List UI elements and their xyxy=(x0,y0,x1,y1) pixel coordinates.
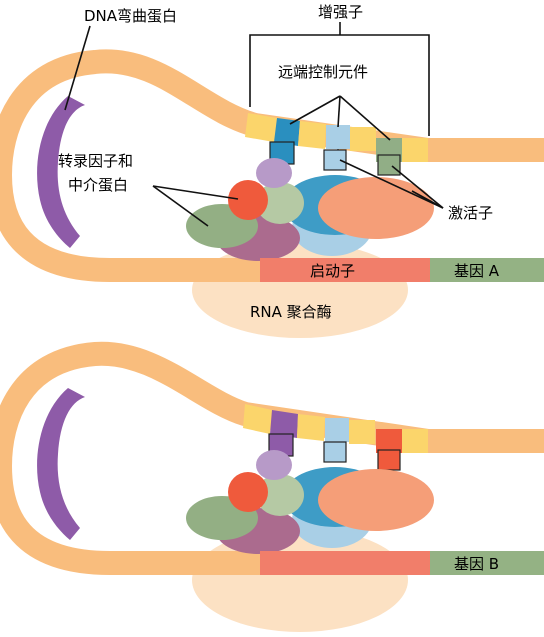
rna-polymerase xyxy=(192,242,408,338)
pointer-tf-2 xyxy=(152,185,209,227)
binding-box-3 xyxy=(377,154,401,176)
enhancer-yellow-4 xyxy=(402,429,428,453)
enhancer-yellow-3 xyxy=(350,127,376,151)
label-promoter: 启动子 xyxy=(310,262,355,280)
enhancer-yellow-1 xyxy=(245,113,277,142)
distal-element-1 xyxy=(274,118,300,146)
enhancer-yellow-4 xyxy=(402,138,428,162)
enhancer-yellow-2 xyxy=(298,121,326,149)
label-tf-line1: 转录因子和 xyxy=(58,152,133,170)
label-gene-b: 基因 B xyxy=(454,555,499,573)
pointer-activator-3 xyxy=(411,190,444,209)
pointer-distal-2 xyxy=(337,95,341,128)
panel-gene-a: DNA弯曲蛋白 增强子 远端控制元件 转录因子和 中介蛋白 激活子 启动子 基因… xyxy=(0,3,544,338)
activator-salmon xyxy=(318,469,434,531)
label-activators: 激活子 xyxy=(448,204,493,222)
distal-element-2 xyxy=(326,125,350,149)
pointer-distal-1 xyxy=(289,95,341,125)
label-gene-a: 基因 A xyxy=(454,262,500,280)
promoter-region xyxy=(260,551,430,575)
pointer-tf-1 xyxy=(152,185,239,200)
pointer-activator-1 xyxy=(339,159,444,209)
dna-loop-strand xyxy=(0,341,544,575)
binding-box-3 xyxy=(377,449,401,471)
label-tf-line2: 中介蛋白 xyxy=(68,176,128,194)
label-dna-bending-protein: DNA弯曲蛋白 xyxy=(84,7,177,25)
pointer-activator-2 xyxy=(391,165,444,209)
binding-box-2 xyxy=(323,441,347,463)
panel-gene-b: 基因 B xyxy=(0,341,544,632)
transcription-complex xyxy=(186,450,434,554)
mediator-lavender xyxy=(256,158,292,188)
binding-box-2 xyxy=(323,149,347,171)
transcription-complex xyxy=(186,158,434,261)
dna-bending-protein xyxy=(37,388,85,540)
mediator-sage xyxy=(256,474,304,516)
enhancer-yellow-2 xyxy=(297,414,325,441)
distal-element-3 xyxy=(376,429,402,453)
mediator-lavender xyxy=(256,450,292,480)
pointer-lines xyxy=(64,25,444,227)
mediator-sage xyxy=(256,182,304,224)
pointer-bending-protein xyxy=(64,25,91,111)
enhancer-yellow-1 xyxy=(243,404,272,434)
distal-element-2 xyxy=(325,418,349,442)
dna-loop-strand xyxy=(0,49,544,282)
enhancer-yellow-3 xyxy=(349,420,375,444)
dna-bending-protein xyxy=(37,96,85,248)
label-distal-control-elements: 远端控制元件 xyxy=(278,63,368,81)
mediator-red xyxy=(228,472,268,512)
activator-salmon xyxy=(318,177,434,239)
distal-element-1 xyxy=(270,410,298,438)
gene-b-region xyxy=(430,551,544,575)
promoter-region xyxy=(260,258,430,282)
pointer-distal-3 xyxy=(339,95,391,141)
gene-a-region xyxy=(430,258,544,282)
label-rna-polymerase: RNA 聚合酶 xyxy=(250,303,332,321)
element-connectors xyxy=(268,433,401,471)
mediator-red xyxy=(228,180,268,220)
label-enhancer: 增强子 xyxy=(318,3,363,21)
enhancer-segments xyxy=(243,404,428,453)
